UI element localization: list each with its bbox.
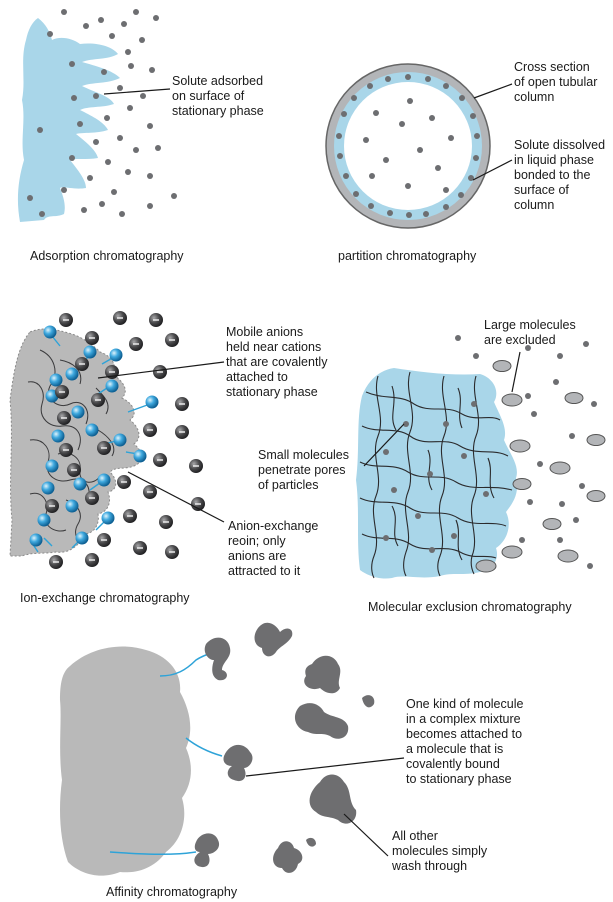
adsorption-leader (103, 88, 171, 95)
affinity-stationary-phase (60, 646, 191, 876)
partition-leader-top (473, 83, 513, 99)
partition-panel: Cross section of open tubular column Sol… (325, 60, 609, 263)
cation-spheres (29, 325, 159, 547)
partition-ring-dots (336, 74, 480, 218)
large-molecules (475, 360, 606, 573)
adsorption-stationary-phase (17, 18, 121, 222)
affinity-free-molecules (254, 622, 375, 873)
affinity-label-bottom: All other molecules simply wash through (391, 829, 491, 873)
partition-label-top: Cross section of open tubular column (514, 60, 601, 104)
partition-inner-dots (363, 98, 454, 193)
ion-exchange-label-top: Mobile anions held near cations that are… (226, 325, 331, 399)
partition-label-bottom: Solute dissolved in liquid phase bonded … (514, 138, 609, 212)
exclusion-leader-top (511, 351, 521, 393)
ion-exchange-caption: Ion-exchange chromatography (20, 591, 190, 605)
ion-exchange-panel: Mobile anions held near cations that are… (9, 311, 331, 605)
anion-spheres (45, 311, 205, 569)
affinity-label-top: One kind of molecule in a complex mixtur… (406, 697, 527, 786)
adsorption-panel: Solute adsorbed on surface of stationary… (17, 9, 267, 263)
exclusion-label-left: Small molecules penetrate pores of parti… (258, 448, 353, 492)
ion-exchange-leader-top (97, 361, 225, 379)
porous-gel-particle (356, 368, 518, 579)
affinity-leader-top (245, 757, 405, 777)
affinity-caption: Affinity chromatography (106, 885, 238, 899)
affinity-leader-bottom (343, 813, 389, 857)
exclusion-leader-left (363, 423, 405, 467)
small-molecules (383, 335, 597, 569)
partition-caption: partition chromatography (338, 249, 477, 263)
ion-exchange-label-bottom: Anion-exchange reoin; only anions are at… (228, 519, 322, 578)
adsorption-solute-dots (27, 9, 177, 217)
molecular-exclusion-panel: Large molecules are excluded Small molec… (258, 318, 606, 614)
adsorption-caption: Adsorption chromatography (30, 249, 184, 263)
affinity-panel: One kind of molecule in a complex mixtur… (60, 622, 527, 899)
adsorption-label: Solute adsorbed on surface of stationary… (172, 74, 267, 118)
affinity-bound-molecules (194, 637, 253, 868)
ion-exchange-leader-bottom (127, 471, 225, 523)
exclusion-caption: Molecular exclusion chromatography (368, 600, 572, 614)
partition-leader-bottom (472, 159, 513, 181)
exclusion-label-top: Large molecules are excluded (484, 318, 579, 347)
